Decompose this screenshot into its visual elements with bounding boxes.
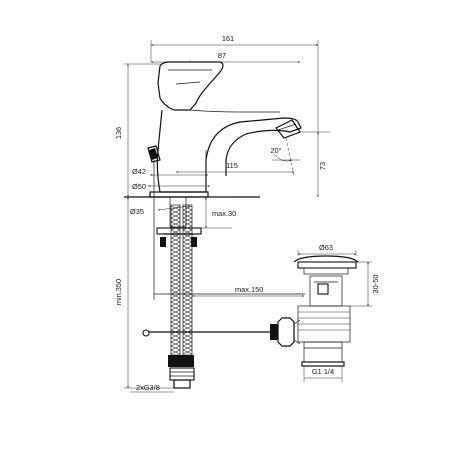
label-waste-dia: Ø63 (319, 243, 333, 252)
label-waste-range: 30-50 (371, 275, 380, 294)
label-hole-dia: Ø35 (130, 207, 144, 216)
label-spout-offset: 115 (226, 161, 238, 170)
faucet-body (124, 61, 302, 198)
label-waste-thread: G1 1/4 (312, 367, 334, 376)
label-rod-length: max.150 (235, 285, 263, 294)
flexible-hoses (168, 204, 195, 389)
label-spout-height: 73 (318, 162, 327, 170)
label-base-dia: Ø50 (132, 182, 146, 191)
dimension-labels: 161 87 136 20° 73 115 Ø42 Ø50 Ø35 max.30… (114, 34, 380, 392)
mounting-assembly (156, 196, 202, 247)
label-connection: 2xG3/8 (136, 383, 160, 392)
label-spout-reach: 87 (218, 51, 226, 60)
label-deck-max: max.30 (212, 209, 236, 218)
label-spout-angle: 20° (270, 146, 281, 155)
label-base-dia-top: Ø42 (132, 167, 146, 176)
pop-up-rod (142, 160, 305, 337)
flow-centerline (285, 137, 295, 177)
waste-valve (270, 255, 359, 367)
label-height: 136 (114, 127, 123, 139)
label-total-width: 161 (222, 34, 234, 43)
label-hose-length: min.350 (114, 279, 123, 305)
dimension-lines (124, 40, 372, 393)
